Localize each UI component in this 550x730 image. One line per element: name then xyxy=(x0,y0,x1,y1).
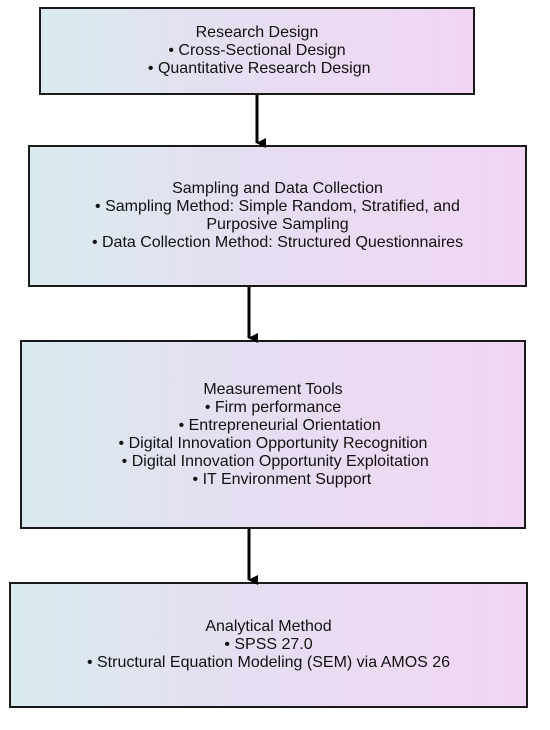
step-bullet: • SPSS 27.0 xyxy=(224,636,313,653)
step-bullet: • Digital Innovation Opportunity Exploit… xyxy=(117,452,429,470)
step-box-analytical-method: Analytical Method • SPSS 27.0 • Structur… xyxy=(9,582,528,708)
step-box-research-design: Research Design • Cross-Sectional Design… xyxy=(39,7,475,95)
step-title: Research Design xyxy=(195,24,319,41)
step-box-measurement-tools: Measurement Tools • Firm performance • E… xyxy=(20,340,526,529)
step-title: Sampling and Data Collection xyxy=(172,180,383,197)
step-bullet: • Structural Equation Modeling (SEM) via… xyxy=(86,654,451,671)
step-bullet: • IT Environment Support xyxy=(174,470,372,488)
step-bullet: • Data Collection Method: Structured Que… xyxy=(91,234,464,251)
step-title: Analytical Method xyxy=(205,618,332,635)
step-title: Measurement Tools xyxy=(203,380,343,398)
step-bullet: • Firm performance xyxy=(204,398,342,416)
step-bullet: • Entrepreneurial Orientation xyxy=(165,416,381,434)
step-bullet: • Quantitative Research Design xyxy=(143,60,371,77)
step-box-sampling-data-collection: Sampling and Data Collection • Sampling … xyxy=(28,145,527,287)
step-bullet: • Sampling Method: Simple Random, Strati… xyxy=(95,198,460,215)
step-bullet: • Digital Innovation Opportunity Recogni… xyxy=(118,434,428,452)
step-bullet: • Cross-Sectional Design xyxy=(168,42,346,59)
step-bullet-continuation: Purposive Sampling xyxy=(206,216,349,233)
